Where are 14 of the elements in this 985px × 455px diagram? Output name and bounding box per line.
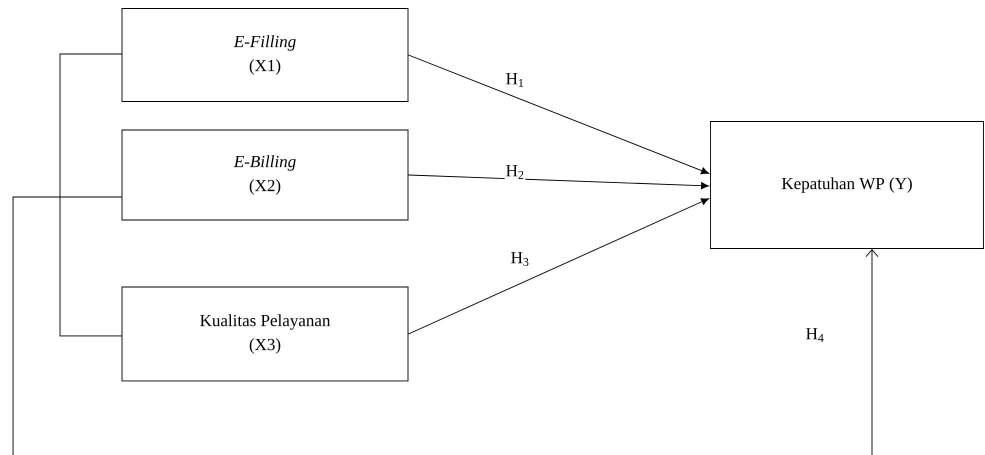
arrow <box>408 54 710 174</box>
edge-label: H$_{4}$ <box>804 327 826 343</box>
arrow <box>408 198 710 334</box>
arrow <box>866 248 878 455</box>
variable-box: Kepatuhan WP (Y) <box>710 121 984 249</box>
edge-label: H$_{3}$ <box>510 251 530 267</box>
variable-box: Kualitas Pelayanan (X3) <box>122 286 408 382</box>
connector-line <box>60 54 122 336</box>
edge-label: H$_{1}$ <box>504 72 526 88</box>
variable-box: E-Billing (X2) <box>122 130 408 220</box>
connector-line <box>12 196 122 455</box>
arrow <box>408 174 709 190</box>
edge-label: H$_{2}$ <box>504 164 526 180</box>
variable-box: E-Filling (X1) <box>122 8 408 102</box>
